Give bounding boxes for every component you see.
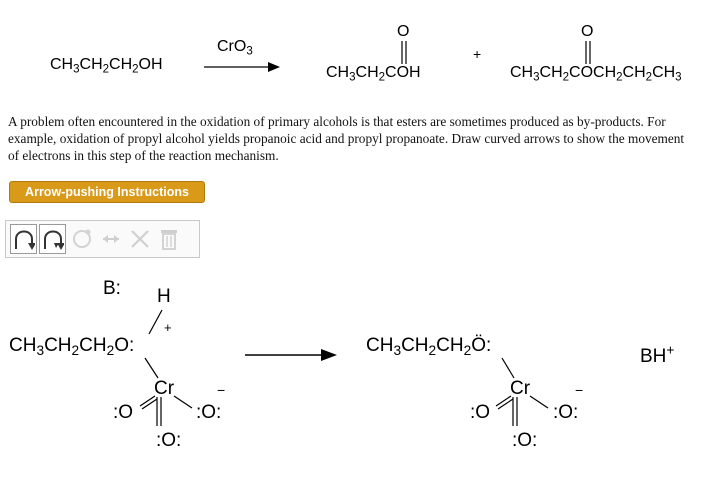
- hydrogen-atom[interactable]: H: [157, 286, 171, 307]
- trash-icon: [160, 230, 177, 250]
- right-chromate-oxygen-1[interactable]: :O: [470, 402, 491, 423]
- reactant-propanol: CH3CH2CH2OH: [50, 56, 163, 76]
- reaction-arrow: [204, 62, 280, 72]
- electron-dots-tool[interactable]: [68, 224, 95, 254]
- left-chromate-oxygen-2[interactable]: :O:: [196, 402, 222, 423]
- right-chromate-oxygen-3[interactable]: :O:: [512, 430, 538, 451]
- arrow-toolbar: [5, 220, 200, 258]
- ester-carbonyl-double-bond: [585, 41, 591, 64]
- oxonium-plus-charge: +: [164, 320, 172, 335]
- ester-carbonyl-oxygen: O: [581, 23, 594, 40]
- single-curved-arrow-icon: [14, 230, 35, 250]
- conjugate-acid-bh[interactable]: BH+: [640, 342, 675, 367]
- product-propanoic-acid: CH3CH2COH: [326, 64, 421, 84]
- problem-text: A problem often encountered in the oxida…: [8, 114, 685, 163]
- right-chromate-minus-charge: −: [575, 382, 584, 398]
- close-icon: [130, 230, 149, 248]
- product-propyl-propanoate: CH3CH2COCH2CH2CH3: [510, 64, 682, 84]
- resonance-arrow-tool[interactable]: [97, 224, 124, 254]
- left-chromate-oxygen-3[interactable]: :O:: [156, 430, 182, 451]
- right-chromate-bonds: [495, 357, 549, 426]
- trash-tool[interactable]: [155, 224, 182, 254]
- acid-carbonyl-double-bond: [401, 41, 407, 64]
- arrow-pushing-instructions-button[interactable]: Arrow-pushing Instructions: [9, 181, 205, 203]
- electron-dots-icon: [72, 229, 91, 248]
- single-curved-arrow-tool[interactable]: [10, 224, 37, 254]
- resonance-arrow-icon: [102, 235, 119, 243]
- plus-sign: +: [473, 46, 482, 62]
- reagent-cro3: CrO3: [217, 38, 253, 58]
- left-propoxy-group[interactable]: CH3CH2CH2O:: [9, 335, 135, 359]
- acid-carbonyl-oxygen: O: [397, 23, 410, 40]
- left-chromate-bonds: [139, 357, 193, 426]
- right-propoxy-group[interactable]: CH3CH2CH2Ö:: [366, 335, 492, 359]
- left-chromium[interactable]: Cr: [154, 378, 175, 399]
- double-curved-arrow-icon: [43, 230, 64, 250]
- h-o-bond: [148, 309, 163, 335]
- right-chromium[interactable]: Cr: [510, 378, 531, 399]
- mechanism-arrow: [245, 349, 337, 361]
- left-chromate-oxygen-1[interactable]: :O: [113, 402, 134, 423]
- delete-tool[interactable]: [126, 224, 153, 254]
- double-curved-arrow-tool[interactable]: [39, 224, 66, 254]
- right-chromate-oxygen-2[interactable]: :O:: [553, 402, 579, 423]
- base-label[interactable]: B:: [103, 278, 121, 299]
- left-chromate-minus-charge: −: [217, 382, 226, 398]
